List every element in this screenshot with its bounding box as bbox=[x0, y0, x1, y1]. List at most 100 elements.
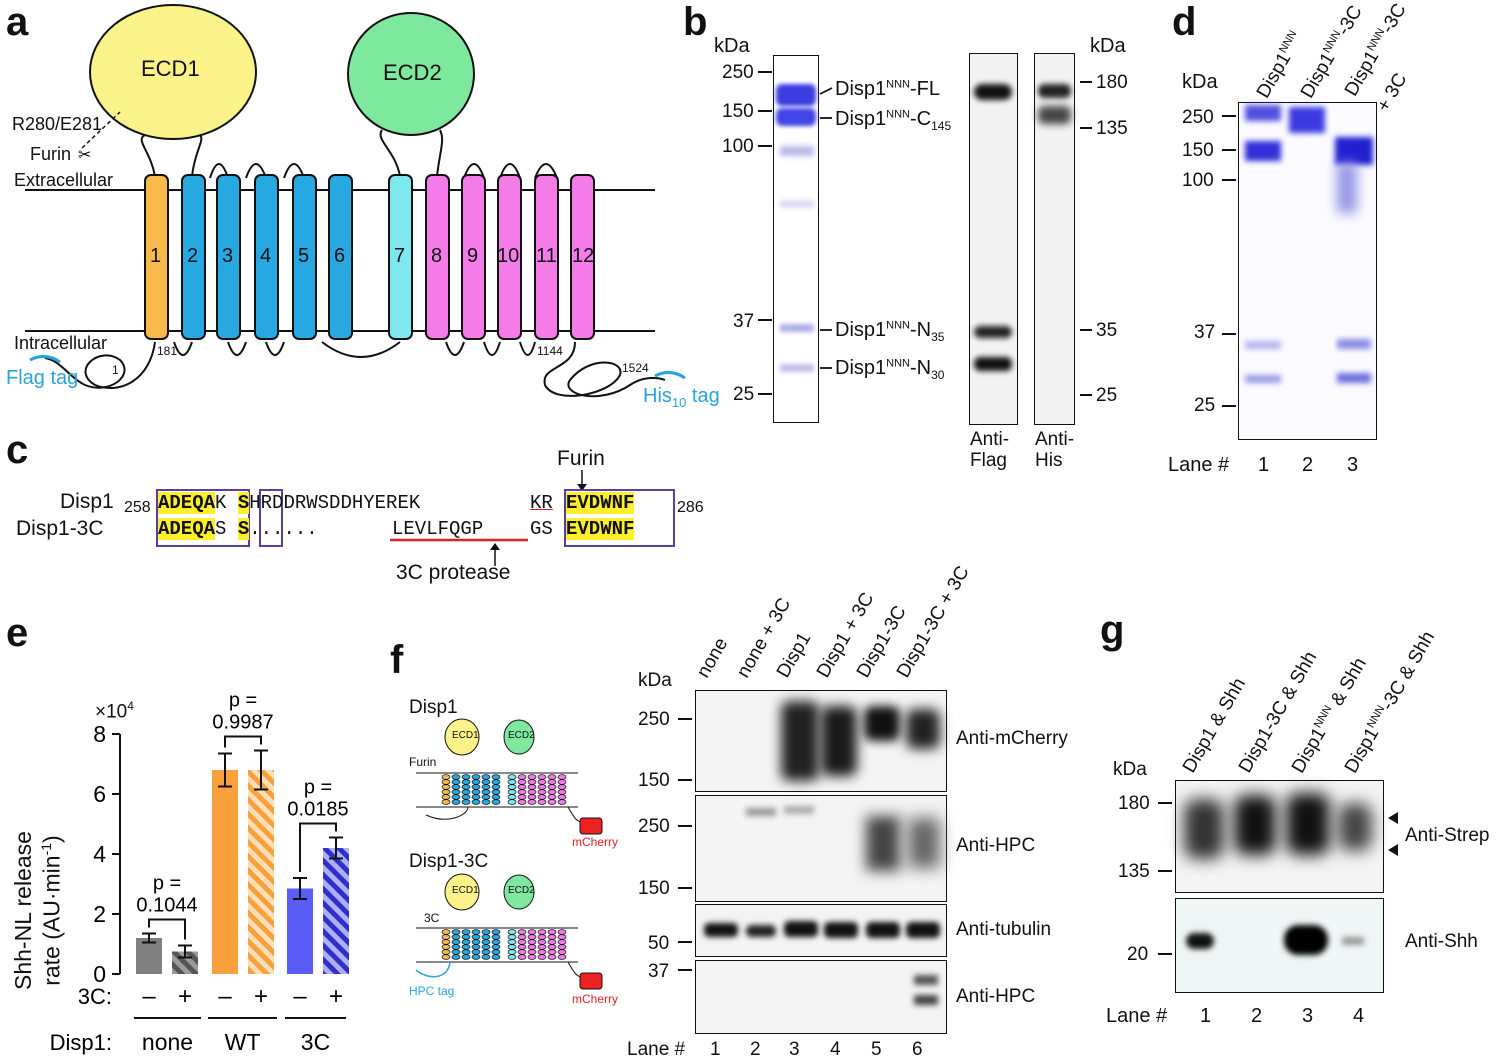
p-label: p = bbox=[304, 777, 332, 799]
ecd1-domain bbox=[89, 4, 257, 140]
helix-coil bbox=[507, 944, 517, 950]
helix-coil bbox=[537, 784, 547, 790]
sign-label: + bbox=[178, 983, 192, 1010]
helix-coil bbox=[527, 954, 537, 960]
helix-coil bbox=[451, 954, 461, 960]
helix-coil bbox=[481, 939, 491, 945]
kda-label: kDa bbox=[714, 35, 750, 57]
helix-coil bbox=[491, 929, 501, 935]
ecd2-label: ECD2 bbox=[508, 885, 535, 896]
kda-label: kDa bbox=[1182, 71, 1218, 93]
helix-coil bbox=[537, 949, 547, 955]
flag-tag-label: Flag tag bbox=[6, 367, 79, 389]
lane-number: 2 bbox=[750, 1039, 761, 1060]
ecd2-label: ECD2 bbox=[508, 730, 535, 741]
helix-coil bbox=[441, 774, 451, 780]
sign-label: + bbox=[329, 983, 343, 1010]
helix-coil bbox=[557, 949, 567, 955]
helix-coil bbox=[451, 944, 461, 950]
blot-label: Anti- Flag bbox=[970, 429, 1010, 471]
helix-coil bbox=[451, 784, 461, 790]
helix-coil bbox=[461, 934, 471, 940]
helix-coil bbox=[537, 954, 547, 960]
p-label: p = bbox=[153, 873, 181, 895]
helix-coil bbox=[537, 929, 547, 935]
marker-label: 150 bbox=[638, 878, 670, 899]
marker-label: 20 bbox=[1127, 944, 1149, 965]
helix-coil bbox=[517, 929, 527, 935]
helix-coil bbox=[481, 794, 491, 800]
marker-label: 135 bbox=[1096, 118, 1128, 139]
anti-shh-blot bbox=[1175, 898, 1384, 993]
y-axis-title: Shh-NL release rate (AU·min-1) bbox=[10, 831, 65, 990]
marker-label: 250 bbox=[638, 816, 670, 837]
helix-coil bbox=[461, 779, 471, 785]
lane-number: 2 bbox=[1302, 454, 1314, 476]
helix-coil bbox=[547, 779, 557, 785]
sign-label: – bbox=[142, 983, 156, 1010]
helix-coil bbox=[441, 779, 451, 785]
helix-coil bbox=[461, 774, 471, 780]
seq-box-evdwnf bbox=[564, 489, 675, 547]
helix-coil bbox=[481, 934, 491, 940]
seq-evdwnf: EVDWNF bbox=[566, 492, 635, 514]
seq-evdwnf-2: EVDWNF bbox=[566, 518, 635, 540]
bar bbox=[323, 848, 349, 974]
helix-coil bbox=[471, 949, 481, 955]
anti-hpc-low-blot bbox=[695, 960, 947, 1034]
helix-coil bbox=[557, 784, 567, 790]
marker-label: 180 bbox=[1118, 793, 1150, 814]
helix-coil bbox=[517, 774, 527, 780]
helix-coil bbox=[517, 939, 527, 945]
helix-coil bbox=[507, 934, 517, 940]
helix-coil bbox=[461, 799, 471, 805]
lane-number-label: Lane # bbox=[1106, 1005, 1168, 1027]
helix-coil bbox=[537, 779, 547, 785]
helix-coil bbox=[461, 949, 471, 955]
helix-number: 12 bbox=[572, 245, 595, 267]
ecd1-label: ECD1 bbox=[452, 885, 479, 896]
his-tag-label: His10 tag bbox=[643, 385, 720, 410]
helix-coil bbox=[537, 789, 547, 795]
helix-coil bbox=[461, 944, 471, 950]
lane-number-label: Lane # bbox=[1168, 454, 1230, 476]
helix-coil bbox=[491, 799, 501, 805]
helix-coil bbox=[491, 789, 501, 795]
helix-coil bbox=[547, 939, 557, 945]
seq-box-adeqa bbox=[156, 489, 250, 547]
extracellular-label: Extracellular bbox=[14, 170, 114, 190]
helix-coil bbox=[461, 794, 471, 800]
kda-label: kDa bbox=[638, 670, 672, 691]
helix-coil bbox=[481, 799, 491, 805]
tm-helix-8 bbox=[425, 174, 450, 340]
tm-helix-3 bbox=[216, 174, 241, 340]
group-label: WT bbox=[225, 1029, 261, 1055]
helix-coil bbox=[547, 934, 557, 940]
marker-label: 25 bbox=[733, 384, 755, 405]
construct-schematics bbox=[415, 718, 603, 990]
helix-coil bbox=[451, 789, 461, 795]
significance-bracket bbox=[224, 735, 262, 748]
seq-gs: GS bbox=[530, 518, 553, 540]
helix-coil bbox=[471, 794, 481, 800]
topology-diagram: ✂ bbox=[25, 4, 686, 398]
row-label-3c: 3C: bbox=[78, 984, 112, 1009]
helix-coil bbox=[507, 784, 517, 790]
helix-coil bbox=[491, 949, 501, 955]
panel-label-f: f bbox=[390, 638, 404, 682]
blot-label: Anti-HPC bbox=[956, 835, 1036, 856]
helix-coil bbox=[547, 789, 557, 795]
helix-coil bbox=[507, 779, 517, 785]
helix-number: 3 bbox=[222, 245, 234, 267]
group-label: none bbox=[142, 1029, 193, 1055]
lane-number: 4 bbox=[1353, 1005, 1365, 1027]
lane-number: 3 bbox=[1347, 454, 1359, 476]
helix-coil bbox=[537, 944, 547, 950]
band-label: Disp1NNN-N30 bbox=[835, 357, 945, 382]
helix-coil bbox=[557, 779, 567, 785]
helix-coil bbox=[557, 774, 567, 780]
p-value: 0.1044 bbox=[136, 895, 197, 917]
helix-number: 10 bbox=[497, 245, 520, 267]
p-label: p = bbox=[229, 690, 257, 712]
